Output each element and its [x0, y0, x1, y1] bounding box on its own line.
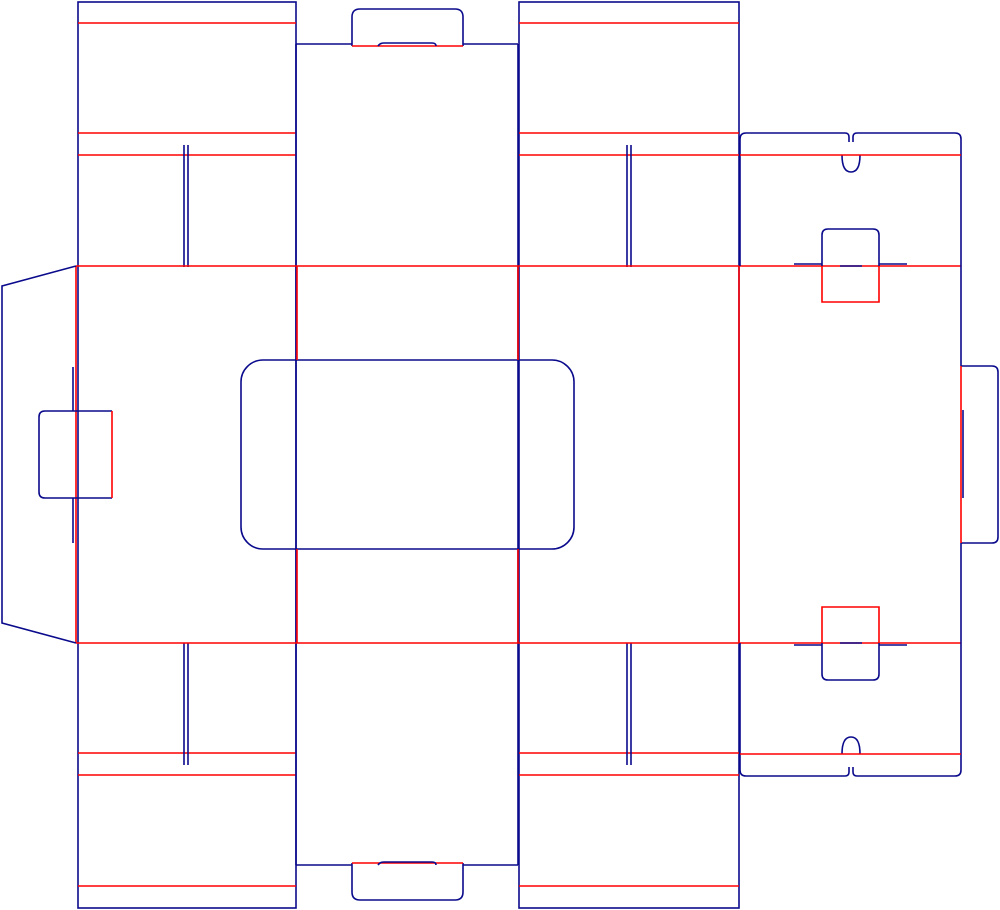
- left-column-outline: [77, 1, 297, 909]
- upper-lock-slot: [794, 228, 907, 267]
- right-panel-creases: [740, 154, 961, 755]
- right-column-outline: [518, 1, 740, 909]
- right-end-panel: [739, 132, 999, 777]
- right-panel-outline: [739, 132, 962, 777]
- upper-lock-crease: [821, 266, 880, 303]
- right-column-creases: [519, 22, 739, 887]
- left-lock-tab: [38, 410, 112, 499]
- right-panel-column: [518, 1, 740, 909]
- thumb-notches: [841, 154, 861, 755]
- center-column-outline: [295, 43, 519, 866]
- left-column-slots: [183, 145, 189, 765]
- right-column-slots: [626, 145, 632, 765]
- top-tab-slot: [377, 42, 437, 47]
- left-column-creases: [78, 22, 296, 887]
- bottom-tab-slot: [377, 861, 437, 866]
- left-flap-outline: [1, 265, 77, 644]
- lower-lock-crease: [821, 606, 880, 643]
- bottom-tab: [351, 863, 464, 901]
- left-glue-flap: [1, 265, 113, 644]
- center-panel-column: [240, 8, 575, 901]
- left-panel-column: [77, 1, 297, 909]
- top-tab: [351, 8, 464, 46]
- vertical-creases: [75, 266, 740, 643]
- window-cutout: [240, 359, 575, 550]
- main-creases: [75, 265, 961, 644]
- right-tuck-tab: [961, 365, 999, 544]
- lower-lock-slot: [794, 642, 907, 681]
